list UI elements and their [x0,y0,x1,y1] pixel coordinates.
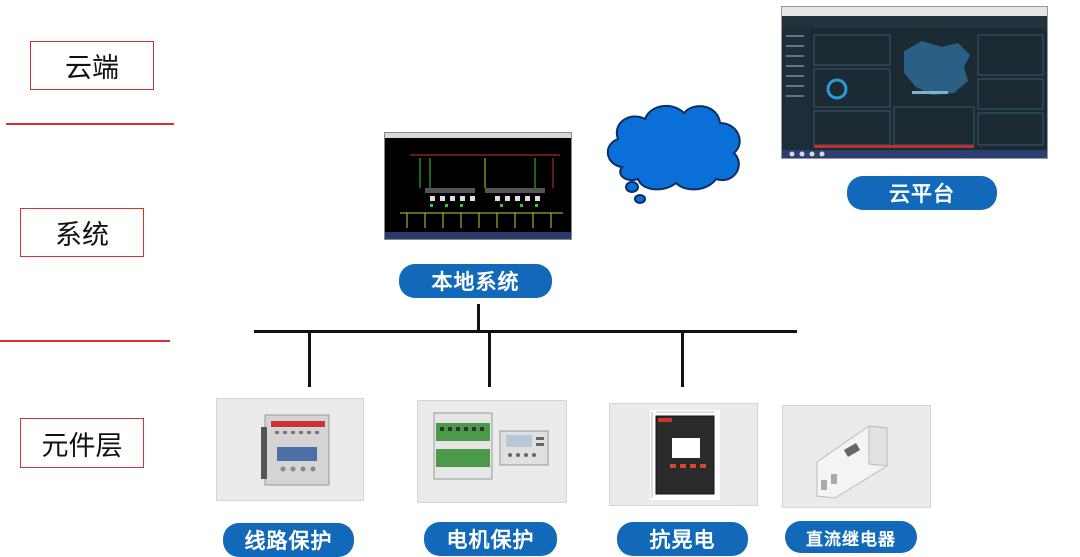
layer-divider-top [6,123,174,125]
bus-drop-motor-protection [488,330,491,387]
motor-protector-icon [433,412,549,480]
scada-diagram-icon [385,133,571,239]
device-label-motor-protection: 电机保护 [424,522,557,556]
dashboard-map-icon [782,7,1047,158]
protection-relay-icon [261,414,330,486]
cloud-icon [607,104,741,204]
device-label-dc-relay: 直流继电器 [785,521,917,553]
local-system-label: 本地系统 [399,264,552,298]
device-anti-sag-image [609,403,758,506]
device-label-anti-sag: 抗晃电 [617,522,748,556]
cloud-platform-label: 云平台 [847,176,997,210]
layer-label-component: 元件层 [20,418,144,468]
layer-label-system: 系统 [20,208,144,257]
system-bus-drop [477,304,480,332]
cloud-platform-screenshot [781,6,1048,159]
device-dc-relay-image [782,405,931,508]
device-motor-protection-image [417,400,567,503]
dc-relay-icon [816,425,888,499]
layer-divider-bottom [0,340,170,342]
field-bus-line [254,330,797,333]
device-line-protection-image [216,398,364,501]
bus-drop-anti-sag [681,330,684,387]
layer-label-cloud: 云端 [30,41,154,90]
local-system-screenshot [384,132,572,240]
bus-drop-line-protection [308,330,311,387]
anti-sag-module-icon [650,410,720,500]
device-label-line-protection: 线路保护 [223,523,354,557]
